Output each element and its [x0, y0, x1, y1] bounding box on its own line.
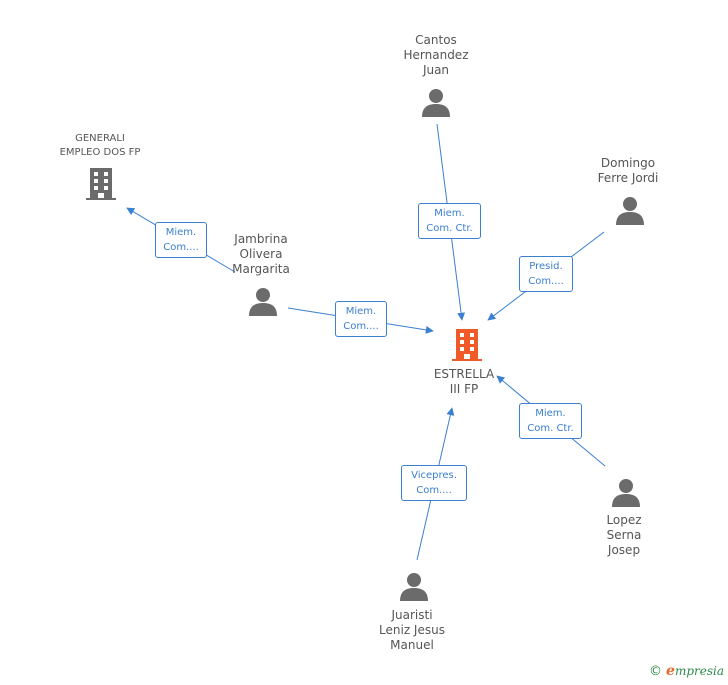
brand-logo-text: mpresia — [674, 664, 724, 678]
building-icon — [452, 329, 482, 361]
person-icon — [422, 89, 450, 117]
person-icon — [612, 479, 640, 507]
node-label-juaristi[interactable]: Juaristi Leniz Jesus Manuel — [379, 608, 445, 652]
node-label-jambrina[interactable]: Jambrina Olivera Margarita — [232, 232, 290, 276]
edge-label-jambrina-estrella[interactable]: Miem. Com.... — [335, 301, 387, 337]
person-icon — [249, 288, 277, 316]
edge-label-lopez-estrella[interactable]: Miem. Com. Ctr. — [519, 403, 582, 439]
brand-logo-initial: e — [666, 663, 675, 679]
building-icon — [86, 168, 116, 200]
node-label-lopez[interactable]: Lopez Serna Josep — [606, 513, 642, 557]
person-icon — [616, 197, 644, 225]
node-label-estrella[interactable]: ESTRELLA III FP — [433, 367, 495, 396]
node-label-cantos[interactable]: Cantos Hernandez Juan — [403, 33, 469, 77]
node-label-generali[interactable]: GENERALI EMPLEO DOS FP — [59, 133, 141, 158]
edge-label-jambrina-generali[interactable]: Miem. Com.... — [155, 222, 207, 258]
edge-label-domingo-estrella[interactable]: Presid. Com.... — [519, 256, 573, 292]
person-icon — [400, 573, 428, 601]
copyright-footer: ©empresia — [649, 663, 724, 679]
edge-label-juaristi-estrella[interactable]: Vicepres. Com.... — [401, 465, 467, 501]
edge-label-cantos-estrella[interactable]: Miem. Com. Ctr. — [418, 203, 481, 239]
copyright-symbol: © — [649, 664, 663, 679]
node-label-domingo[interactable]: Domingo Ferre Jordi — [597, 156, 659, 185]
